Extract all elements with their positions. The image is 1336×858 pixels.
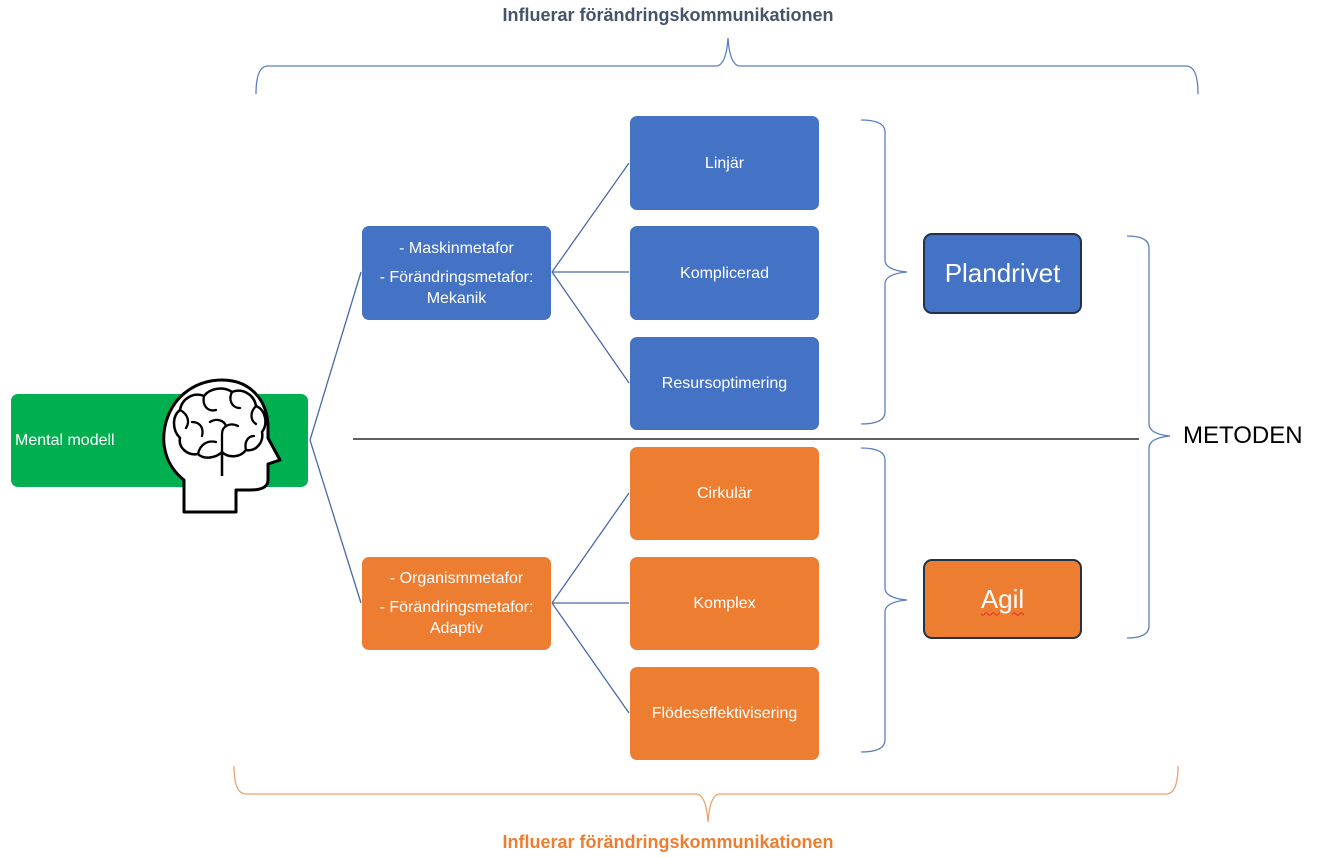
machine-line-1: - Maskinmetafor: [399, 239, 514, 257]
item-flodeseffektivisering-label: Flödeseffektivisering: [651, 705, 798, 722]
bottom-brace: [233, 765, 1179, 823]
agile-box: Agil: [923, 559, 1082, 639]
method-label: METODEN: [1183, 422, 1303, 449]
organism-line-1: - Organismmetafor: [389, 570, 524, 587]
mental-model-label: Mental modell: [15, 432, 115, 449]
connector-machine-to-linjar: [551, 162, 630, 273]
plan-driven-label: Plandrivet: [944, 258, 1061, 288]
item-komplicerad-label: Komplicerad: [680, 264, 769, 282]
connector-mental-to-machine: [309, 271, 362, 441]
machine-line-3: Mekanik: [426, 289, 487, 307]
organism-line-2: - Förändringsmetafor:: [379, 599, 534, 616]
connector-mental-to-organism: [309, 439, 362, 604]
organism-line-3: Adaptiv: [429, 620, 484, 637]
machine-line-2: - Förändringsmetafor:: [379, 268, 534, 286]
item-komplicerad: Komplicerad: [630, 226, 819, 320]
top-brace: [255, 37, 1199, 95]
item-resursoptimering-label: Resursoptimering: [661, 375, 788, 392]
item-flodeseffektivisering: Flödeseffektivisering: [630, 667, 819, 760]
brace-orange-items: [860, 447, 908, 753]
brace-blue-items: [860, 119, 908, 425]
item-linjar: Linjär: [630, 116, 819, 210]
connector-organism-to-cirkular: [551, 492, 630, 604]
organism-metaphor-box: - Organismmetafor - Förändringsmetafor: …: [362, 557, 551, 650]
brace-method: [1126, 235, 1171, 639]
item-resursoptimering: Resursoptimering: [630, 337, 819, 430]
machine-metaphor-box: - Maskinmetafor - Förändringsmetafor: Me…: [362, 226, 551, 320]
connector-machine-to-resurs: [551, 271, 630, 384]
head-brain-icon: [162, 378, 282, 514]
top-heading: Influerar förändringskommunikationen: [502, 5, 834, 25]
item-komplex: Komplex: [630, 557, 819, 650]
bottom-heading: Influerar förändringskommunikationen: [502, 832, 834, 852]
item-cirkular-label: Cirkulär: [696, 485, 753, 502]
connector-organism-to-flode: [551, 602, 630, 714]
item-komplex-label: Komplex: [693, 595, 756, 612]
agile-label: Agil: [980, 583, 1025, 614]
item-cirkular: Cirkulär: [630, 447, 819, 540]
plan-driven-box: Plandrivet: [923, 233, 1082, 314]
item-linjar-label: Linjär: [704, 154, 745, 172]
